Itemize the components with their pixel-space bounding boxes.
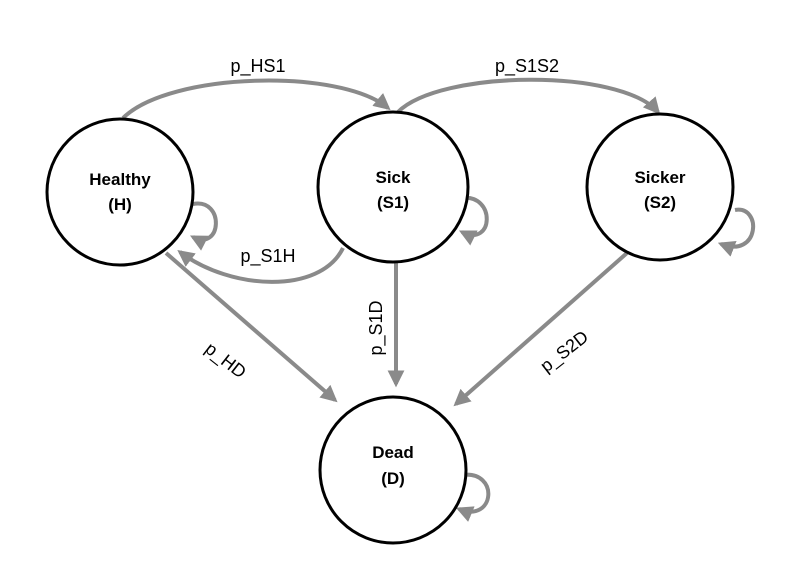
node-sicker: Sicker (S2) xyxy=(585,112,735,262)
node-sick-code: (S1) xyxy=(377,193,409,212)
node-sicker-name: Sicker xyxy=(634,168,685,187)
edge-label-hs1: p_HS1 xyxy=(230,56,285,77)
edge-sicker-to-dead xyxy=(453,251,629,407)
node-dead-code: (D) xyxy=(381,469,405,488)
edge-label-hd: p_HD xyxy=(201,338,250,383)
edge-label-s2d: p_S2D xyxy=(536,326,592,376)
node-healthy-code: (H) xyxy=(108,195,132,214)
edge-label-s1h: p_S1H xyxy=(240,246,295,267)
edge-healthy-to-dead xyxy=(164,251,338,403)
self-loop-sick xyxy=(458,195,489,246)
edge-label-s1s2: p_S1S2 xyxy=(495,56,559,77)
edge-sick-to-healthy xyxy=(177,247,345,284)
node-dead: Dead (D) xyxy=(318,395,468,545)
node-healthy: Healthy (H) xyxy=(45,117,195,267)
self-loop-healthy xyxy=(190,201,218,251)
node-sick: Sick (S1) xyxy=(316,110,470,264)
node-sick-name: Sick xyxy=(376,168,412,187)
edge-label-s1d: p_S1D xyxy=(366,300,387,355)
node-sicker-code: (S2) xyxy=(644,193,676,212)
edge-sick-to-sicker xyxy=(396,77,661,115)
self-loop-dead xyxy=(455,472,491,522)
self-loop-sicker xyxy=(717,207,756,257)
edge-healthy-to-sick xyxy=(121,78,391,120)
node-dead-name: Dead xyxy=(372,443,414,462)
node-healthy-name: Healthy xyxy=(89,170,151,189)
